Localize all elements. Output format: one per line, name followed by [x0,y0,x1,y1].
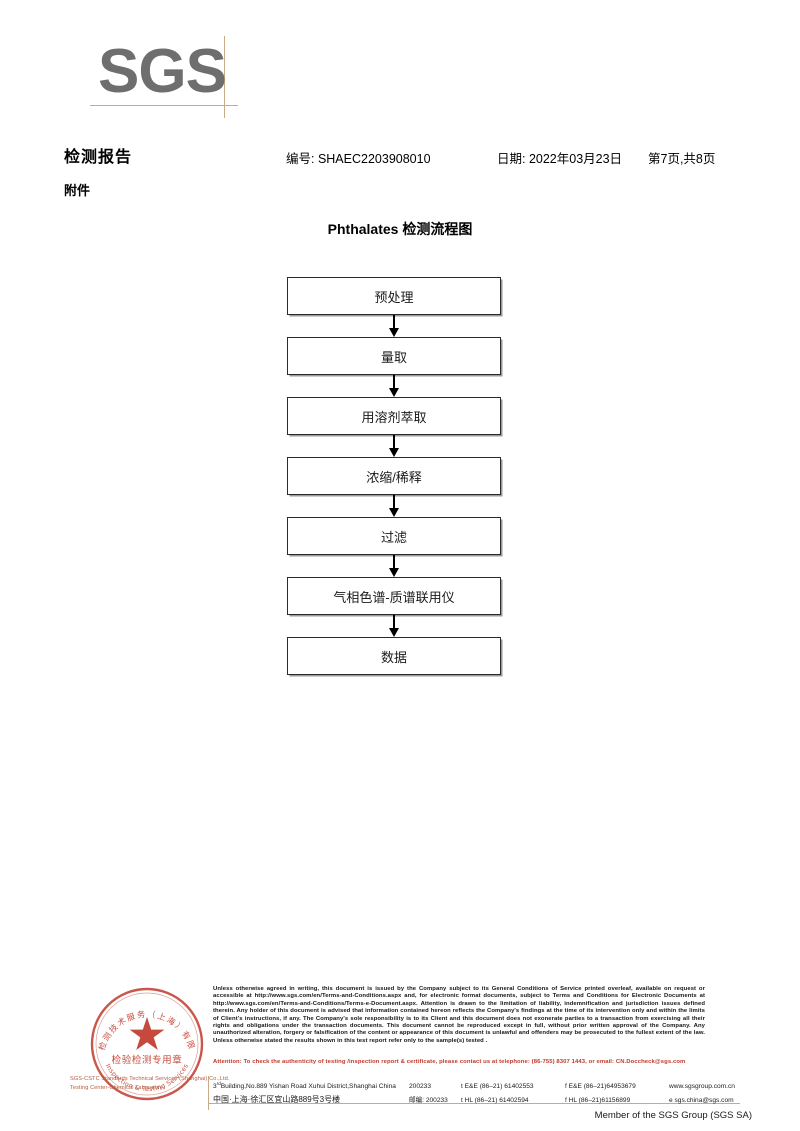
flow-arrow-icon [287,435,501,457]
fax-ee: f E&E (86–21)64953679 [565,1083,636,1091]
arrow-shaft [393,615,395,630]
flow-node-label: 预处理 [374,289,414,305]
member-of-group: Member of the SGS Group (SGS SA) [594,1110,752,1121]
footer-horizontal-divider [208,1103,740,1104]
tel-ee: t E&E (86–21) 61402553 [461,1083,534,1091]
address-en-prefix: 3 [213,1083,217,1091]
flow-node-label: 浓缩/稀释 [366,469,422,485]
arrow-head [389,568,399,577]
logo-vertical-rule [224,36,225,118]
address-row-en: 3rdBuilding,No.889 Yishan Road Xuhui Dis… [213,1077,740,1093]
arrow-head [389,388,399,397]
address-en-rest: Building,No.889 Yishan Road Xuhui Distri… [220,1083,396,1091]
sgs-logo: SGS [90,36,248,118]
flow-arrow-icon [287,615,501,637]
report-number: 编号: SHAEC2203908010 [286,152,431,166]
seal-company-line2: Testing Center-Chemical Laboratory. [70,1085,165,1091]
flow-node-label: 过滤 [380,529,407,545]
flow-node-label: 气相色谱-质谱联用仪 [333,589,455,605]
flow-node-solvent-extraction: 用溶剂萃取 [287,397,501,435]
attention-notice: Attention: To check the authenticity of … [213,1059,686,1065]
arrow-shaft [393,495,395,510]
website-link[interactable]: www.sgsgroup.com.cn [669,1083,735,1091]
arrow-head [389,508,399,517]
logo-horizontal-rule [90,105,238,106]
arrow-shaft [393,315,395,330]
flow-node-data: 数据 [287,637,501,675]
page-title: 检测报告 [64,149,133,166]
attachment-label: 附件 [64,183,91,198]
page-indicator: 第7页,共8页 [648,152,716,166]
email-link[interactable]: e sgs.china@sgs.com [669,1097,734,1105]
official-seal-stamp: 检验检测技术服务（上海）有限公司 检验检测专用章 Inspection & Te… [88,985,206,1103]
legal-terms-text: Unless otherwise agreed in writing, this… [213,986,705,1044]
flowchart: 预处理 量取 用溶剂萃取 浓缩/稀释 过滤 气相色谱-质谱联用仪 数据 [287,277,503,675]
arrow-shaft [393,555,395,570]
address-row-cn: 中国·上海·徐汇区宜山路889号3号楼 邮编: 200233 t HL (86–… [213,1093,740,1107]
flow-node-pretreatment: 预处理 [287,277,501,315]
flow-node-gcms: 气相色谱-质谱联用仪 [287,577,501,615]
arrow-head [389,328,399,337]
arrow-shaft [393,435,395,450]
arrow-shaft [393,375,395,390]
flow-node-label: 用溶剂萃取 [361,409,427,425]
arrow-head [389,448,399,457]
flow-node-label: 数据 [380,649,407,665]
flow-node-concentration-dilution: 浓缩/稀释 [287,457,501,495]
fax-hl: f HL (86–21)61156899 [565,1097,631,1105]
svg-text:检验检测专用章: 检验检测专用章 [112,1054,183,1066]
seal-company-line1: SGS-CSTC Standards Technical Services (S… [70,1076,230,1082]
flow-node-label: 量取 [380,349,407,365]
address-cn: 中国·上海·徐汇区宜山路889号3号楼 [213,1095,341,1105]
flow-arrow-icon [287,375,501,397]
address-en: 3rdBuilding,No.889 Yishan Road Xuhui Dis… [213,1077,409,1093]
flow-node-filtration: 过滤 [287,517,501,555]
flow-arrow-icon [287,495,501,517]
postcode-en: 200233 [409,1083,432,1091]
arrow-head [389,628,399,637]
postcode-cn: 邮编: 200233 [409,1097,448,1105]
contact-address-block: 3rdBuilding,No.889 Yishan Road Xuhui Dis… [213,1077,740,1107]
flow-node-measure: 量取 [287,337,501,375]
flow-arrow-icon [287,555,501,577]
seal-company-name: SGS-CSTC Standards Technical Services (S… [70,1075,230,1093]
flowchart-title: Phthalates 检测流程图 [327,221,473,237]
tel-hl: t HL (86–21) 61402594 [461,1097,529,1105]
seal-graphic: 检验检测技术服务（上海）有限公司 检验检测专用章 Inspection & Te… [88,985,204,1101]
flow-arrow-icon [287,315,501,337]
address-en-ordinal: rd [216,1081,221,1086]
logo-wordmark: SGS [98,37,227,106]
report-date: 日期: 2022年03月23日 [497,152,623,166]
footer-vertical-divider [208,1076,209,1110]
